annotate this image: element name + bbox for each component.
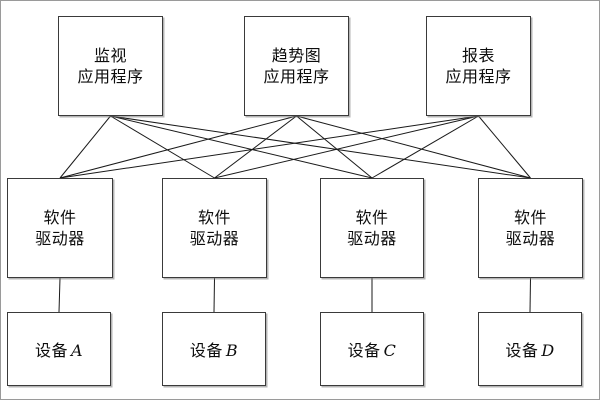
application-box-monitor[interactable]: 监视 应用程序: [58, 16, 163, 116]
software-driver-label-a: 软件 驱动器: [35, 207, 85, 248]
connector-app2-driver3: [478, 115, 531, 179]
application-box-trend[interactable]: 趋势图 应用程序: [244, 16, 349, 116]
application-label-report: 报表 应用程序: [445, 45, 512, 86]
software-driver-box-c[interactable]: 软件 驱动器: [320, 178, 424, 278]
software-driver-box-b[interactable]: 软件 驱动器: [162, 178, 267, 278]
connector-app2-driver0: [59, 115, 479, 179]
application-label-trend: 趋势图 应用程序: [263, 45, 330, 86]
connector-app2-driver1: [214, 115, 479, 179]
application-box-report[interactable]: 报表 应用程序: [426, 16, 531, 116]
connector-app1-driver1: [214, 115, 297, 179]
software-driver-box-a[interactable]: 软件 驱动器: [7, 178, 113, 278]
connector-app0-driver2: [110, 115, 373, 179]
connector-driver1-device1: [213, 277, 215, 313]
connector-driver0-device0: [58, 277, 61, 313]
connector-app0-driver0: [59, 115, 111, 179]
connector-app0-driver3: [110, 115, 531, 179]
software-driver-label-c: 软件 驱动器: [347, 207, 397, 248]
connector-app1-driver2: [296, 115, 373, 179]
application-label-monitor: 监视 应用程序: [77, 45, 144, 86]
connector-app1-driver0: [59, 115, 297, 179]
software-driver-box-d[interactable]: 软件 驱动器: [478, 178, 583, 278]
software-driver-label-b: 软件 驱动器: [189, 207, 240, 248]
connector-driver3-device3: [529, 277, 531, 313]
connector-app2-driver2: [371, 115, 479, 179]
connector-app1-driver3: [296, 115, 531, 179]
connector-app0-driver1: [110, 115, 215, 179]
software-driver-label-d: 软件 驱动器: [505, 207, 556, 248]
